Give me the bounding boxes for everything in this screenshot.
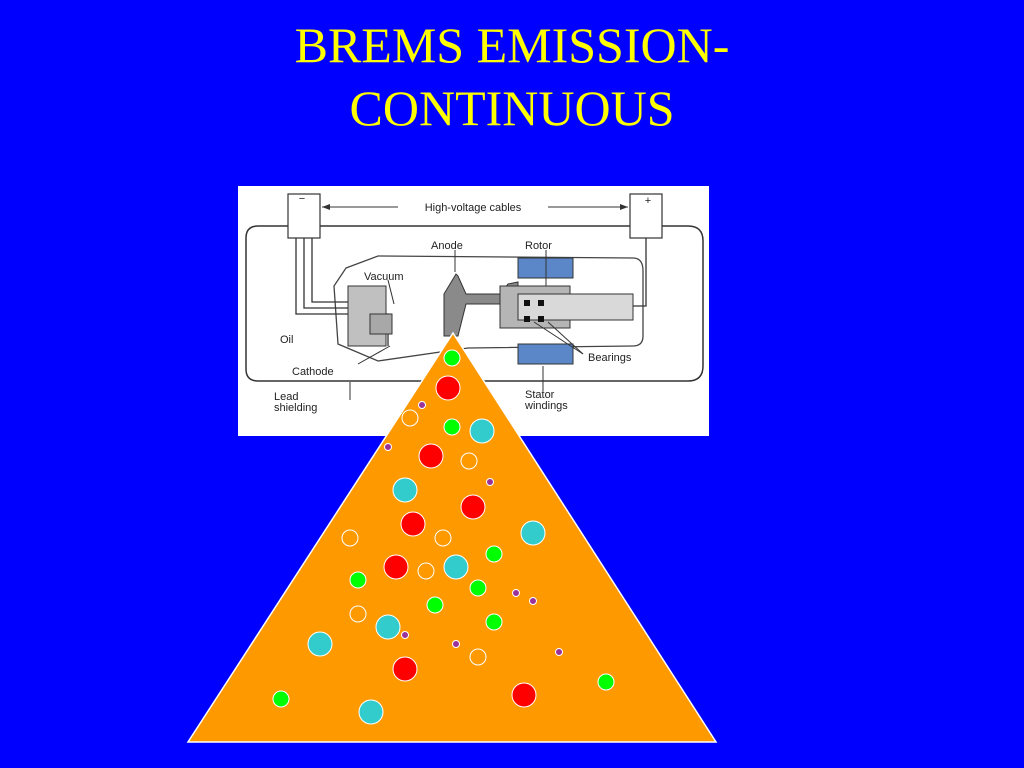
- lead-label-2: shielding: [274, 402, 317, 414]
- particle-purple: [555, 648, 563, 656]
- particle-hollow: [349, 605, 367, 623]
- tube-housing: [245, 225, 704, 382]
- particle-hollow: [469, 648, 487, 666]
- particle-green: [272, 690, 290, 708]
- particle-cyan: [469, 418, 495, 444]
- particle-green: [443, 418, 461, 436]
- particle-red: [383, 554, 409, 580]
- stator-label-2: windings: [524, 400, 568, 412]
- particle-green: [485, 545, 503, 563]
- title-line-1: BREMS EMISSION-: [294, 17, 730, 73]
- plus-label: +: [645, 195, 651, 207]
- particle-hollow: [341, 529, 359, 547]
- particle-hollow: [460, 452, 478, 470]
- particle-purple: [418, 401, 426, 409]
- particle-hollow: [417, 562, 435, 580]
- stator-bottom: [517, 343, 574, 365]
- stator-label-1: Stator: [525, 389, 555, 401]
- particle-cyan: [375, 614, 401, 640]
- particle-purple: [401, 631, 409, 639]
- particle-purple: [384, 443, 392, 451]
- positive-cable-box: [629, 193, 663, 239]
- minus-label: −: [299, 193, 305, 205]
- glass-envelope: [333, 255, 644, 362]
- particle-purple: [512, 589, 520, 597]
- rotor-shaft: [517, 293, 634, 321]
- particle-cyan: [392, 477, 418, 503]
- particle-green: [597, 673, 615, 691]
- particle-red: [418, 443, 444, 469]
- particle-red: [511, 682, 537, 708]
- particle-green: [443, 349, 461, 367]
- particle-red: [460, 494, 486, 520]
- particle-cyan: [358, 699, 384, 725]
- anode-label: Anode: [431, 240, 463, 252]
- particles: [272, 349, 615, 725]
- particle-green: [349, 571, 367, 589]
- particle-purple: [529, 597, 537, 605]
- particle-green: [469, 579, 487, 597]
- rotor-label: Rotor: [525, 240, 552, 252]
- particle-purple: [486, 478, 494, 486]
- slide-title: BREMS EMISSION- CONTINUOUS: [0, 14, 1024, 140]
- particle-cyan: [307, 631, 333, 657]
- lead-label-1: Lead: [274, 391, 298, 403]
- particle-green: [426, 596, 444, 614]
- particle-hollow: [434, 529, 452, 547]
- particle-red: [435, 375, 461, 401]
- particle-hollow: [401, 409, 419, 427]
- vacuum-label: Vacuum: [364, 271, 404, 283]
- negative-cable-box: [287, 193, 321, 239]
- particle-purple: [452, 640, 460, 648]
- particle-cyan: [520, 520, 546, 546]
- cables-label: High-voltage cables: [425, 202, 522, 214]
- title-line-2: CONTINUOUS: [349, 80, 675, 136]
- bearings-label: Bearings: [588, 352, 632, 364]
- cathode-label: Cathode: [292, 366, 334, 378]
- particle-red: [392, 656, 418, 682]
- particle-cyan: [443, 554, 469, 580]
- particle-green: [485, 613, 503, 631]
- particle-red: [400, 511, 426, 537]
- oil-label: Oil: [280, 334, 293, 346]
